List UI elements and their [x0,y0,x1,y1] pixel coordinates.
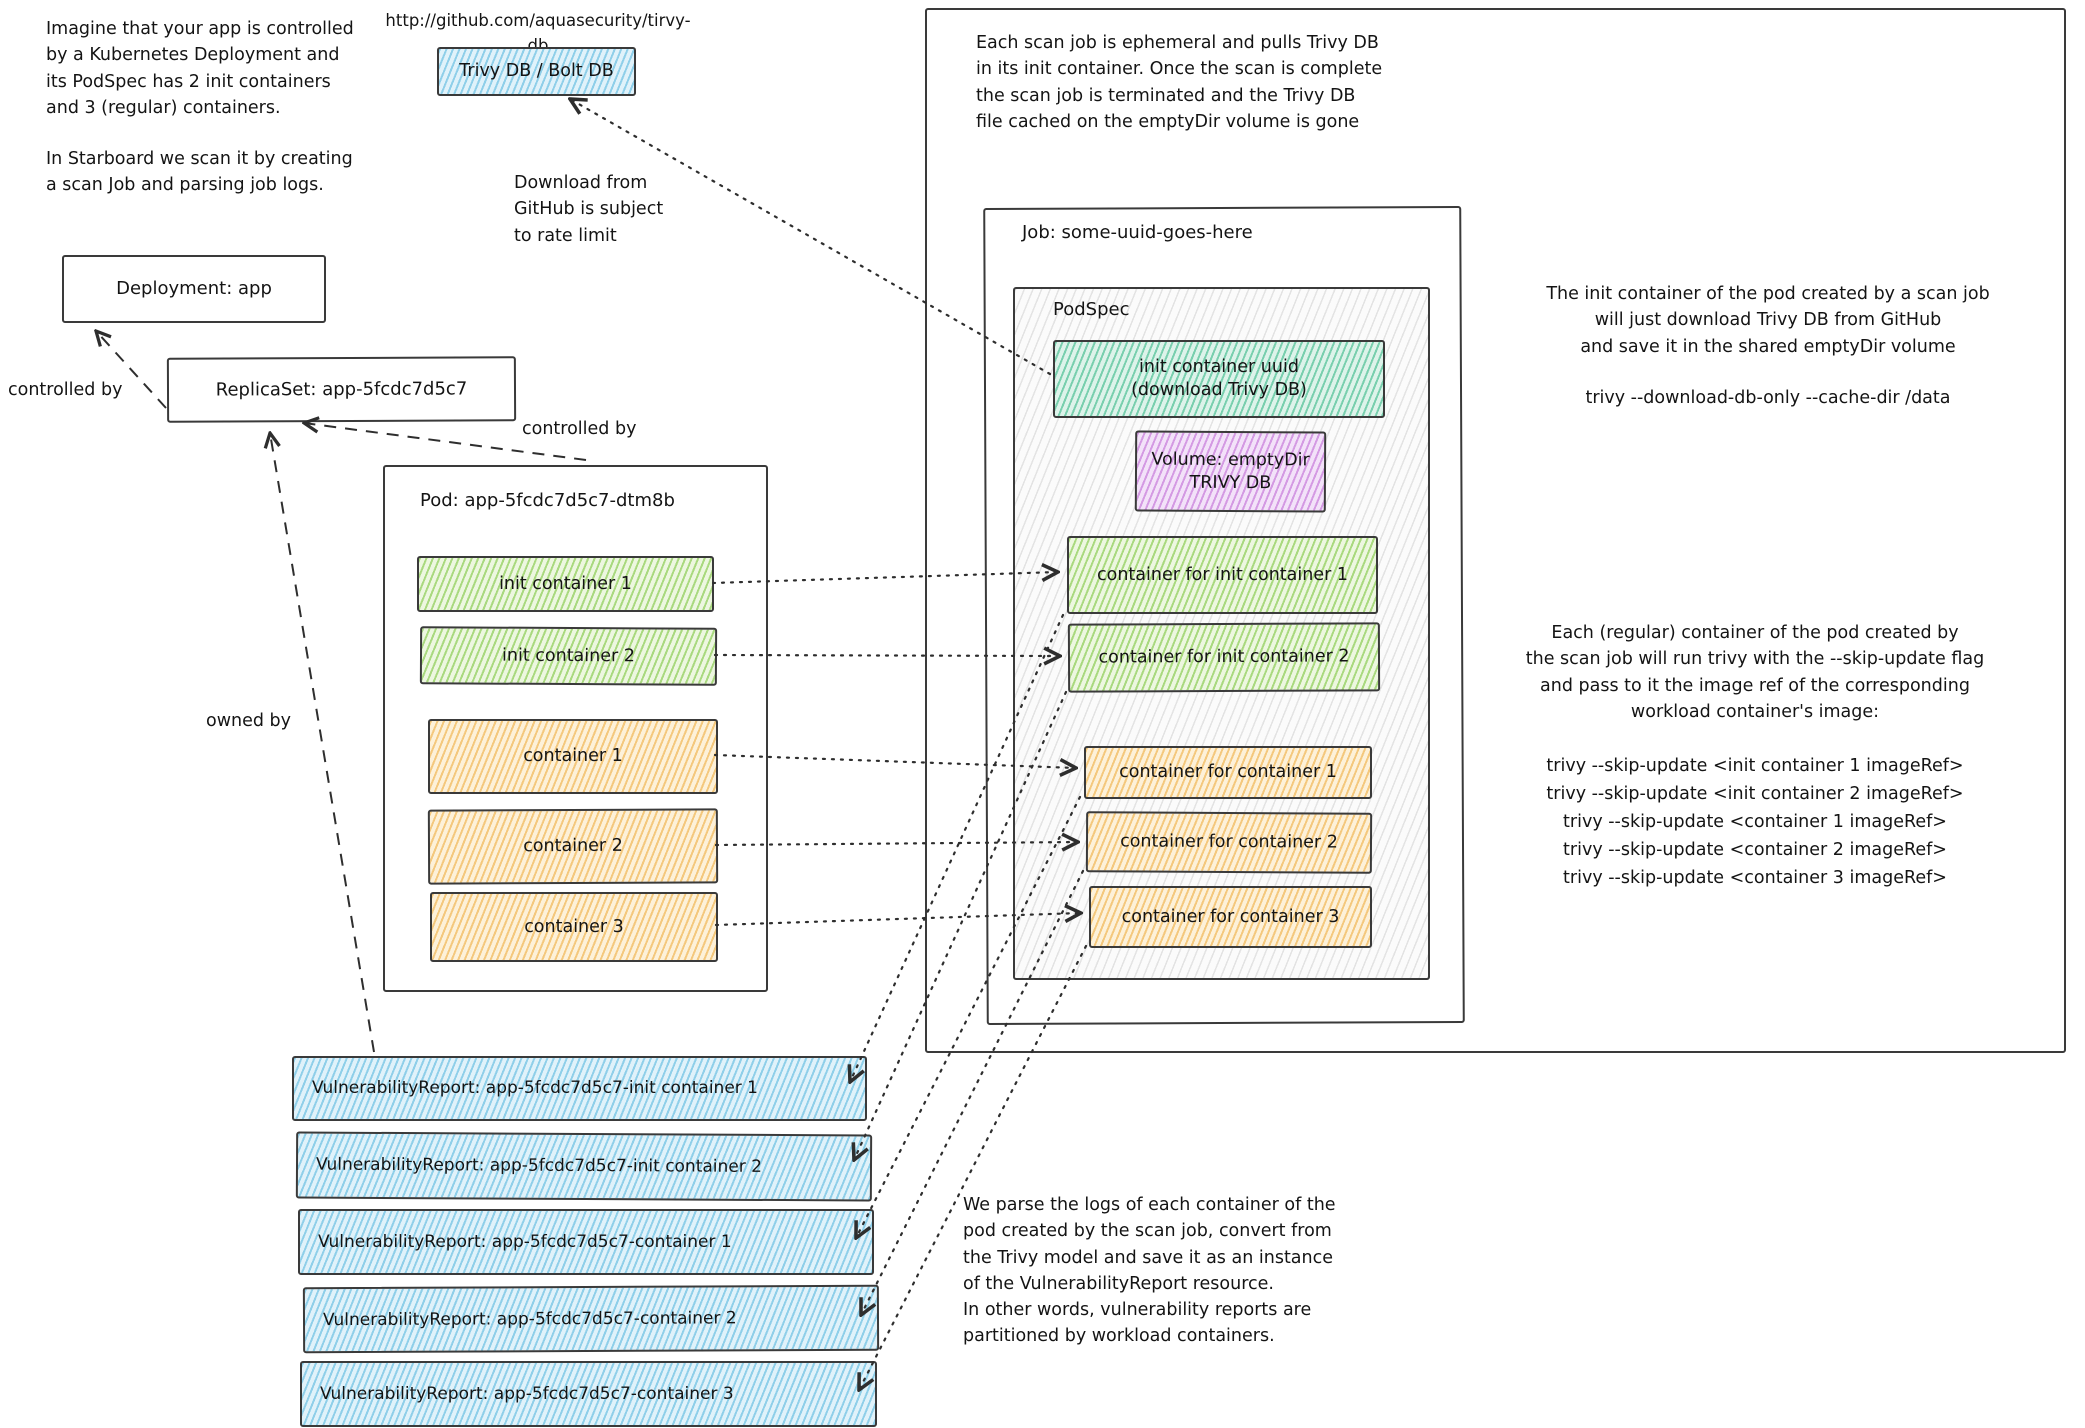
job-container-for-init-2-box: container for init container 2 [1067,622,1381,693]
pod-container-2-box: container 2 [427,808,719,885]
job-container-for-init-1-box: container for init container 1 [1067,536,1378,614]
podspec-title: PodSpec [1053,299,1130,320]
job-container-for-1-box: container for container 1 [1084,746,1372,799]
vulnerabilityreport-5-box: VulnerabilityReport: app-5fcdc7d5c7-cont… [300,1361,877,1427]
ephemeral-note: Each scan job is ephemeral and pulls Tri… [976,33,1383,132]
replicaset-box: ReplicaSet: app-5fcdc7d5c7 [166,356,517,423]
pod-container-3-box: container 3 [430,892,718,962]
trivy-db-box: Trivy DB / Bolt DB [437,47,636,96]
pod-init-container-1-box: init container 1 [417,556,714,612]
job-container-for-2-box: container for container 2 [1085,811,1373,874]
parse-logs-note: We parse the logs of each container of t… [963,1195,1336,1347]
vulnerabilityreport-1-box: VulnerabilityReport: app-5fcdc7d5c7-init… [292,1056,867,1121]
controlled-by-label-1: controlled by [8,380,123,400]
vulnerabilityreport-3-box: VulnerabilityReport: app-5fcdc7d5c7-cont… [298,1209,874,1275]
intro-note-1: Imagine that your app is controlled by a… [46,19,354,118]
controlled-by-label-2: controlled by [522,419,637,439]
job-container-for-3-box: container for container 3 [1089,886,1372,948]
vulnerabilityreport-4-box: VulnerabilityReport: app-5fcdc7d5c7-cont… [302,1284,880,1354]
init-container-uuid-box: init container uuid (download Trivy DB) [1053,340,1385,418]
pod-container-1-box: container 1 [428,719,718,794]
regular-container-note: Each (regular) container of the pod crea… [1525,623,1985,722]
download-rate-limit-note: Download from GitHub is subject to rate … [514,173,664,246]
intro-note-2: In Starboard we scan it by creating a sc… [46,149,353,196]
job-title: Job: some-uuid-goes-here [1022,222,1253,243]
pod-init-container-2-box: init container 2 [419,626,718,686]
skip-update-commands: trivy --skip-update <init container 1 im… [1546,756,1964,888]
owned-by-label: owned by [206,711,292,731]
init-container-note: The init container of the pod created by… [1546,284,1990,357]
arrow-vulnreports-to-replicaset-owned-by [270,433,375,1053]
volume-emptydir-box: Volume: emptyDir TRIVY DB [1134,430,1327,513]
deployment-box: Deployment: app [62,255,326,323]
pod-title: Pod: app-5fcdc7d5c7-dtm8b [420,490,675,511]
vulnerabilityreport-2-box: VulnerabilityReport: app-5fcdc7d5c7-init… [295,1131,873,1202]
download-db-command: trivy --download-db-only --cache-dir /da… [1585,388,1951,408]
